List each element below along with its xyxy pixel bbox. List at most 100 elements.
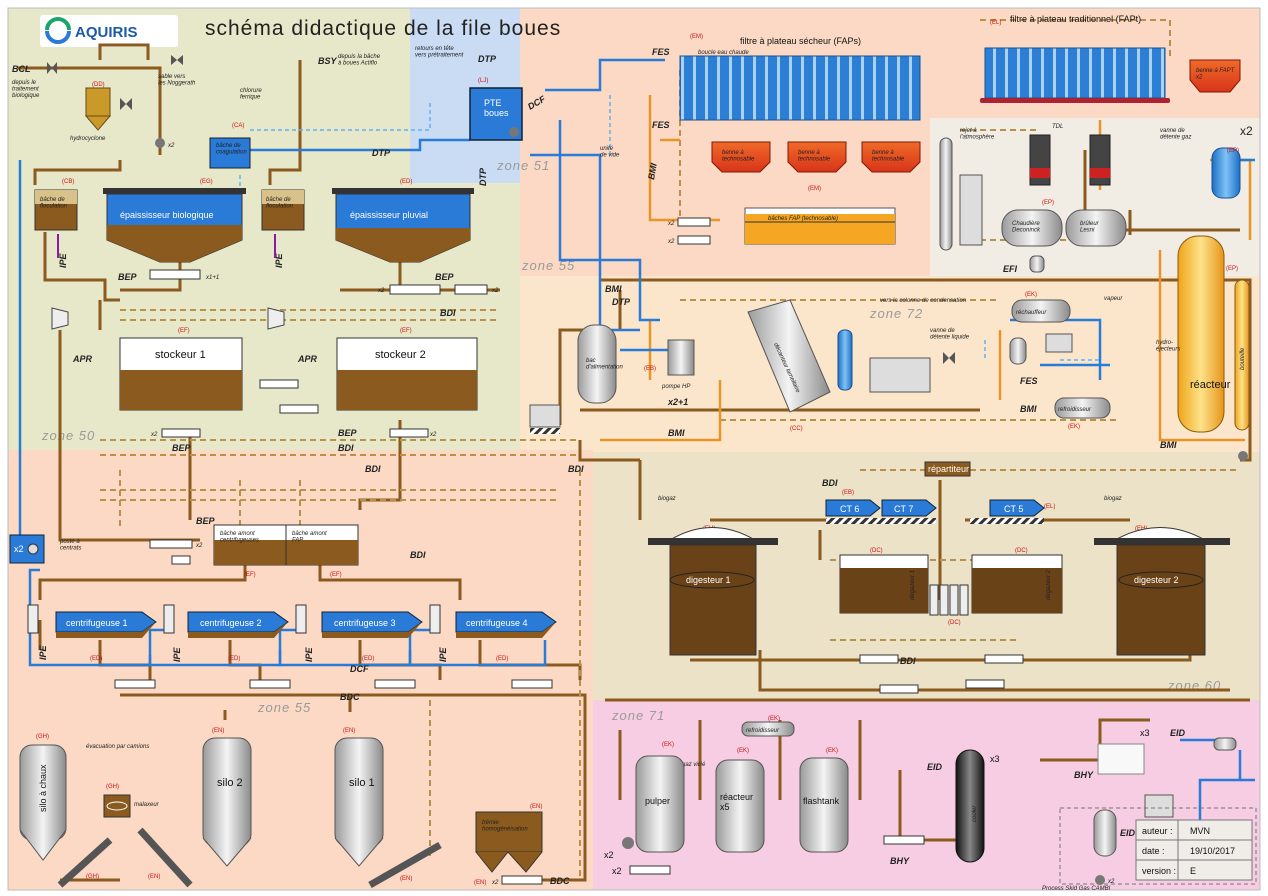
tag-dd: (DD) (92, 82, 105, 88)
centri-2-label: centrifugeuse 2 (200, 618, 262, 628)
tag-eb: (EB) (644, 366, 656, 372)
pulper-pump-count: x2 (604, 850, 614, 860)
degazeur-1[interactable]: (DC) dégazeur 1 (840, 548, 928, 613)
vapeur-label: vapeur (1104, 296, 1123, 302)
rotary-filter (530, 405, 560, 427)
tag-em-fap: (EM) (690, 34, 703, 40)
pump-bep-3 (455, 285, 487, 294)
silo-2-label: silo 2 (217, 777, 243, 789)
biogaz-label-2: biogaz (1104, 496, 1122, 502)
pump-fap-1 (678, 218, 710, 226)
chimney (940, 138, 952, 250)
reacteur-vessel[interactable] (1178, 236, 1224, 432)
ct-conveyor-2 (970, 518, 1044, 524)
apr-funnel-icon-1 (52, 308, 68, 329)
chlorure-label: chlorureferrique (240, 88, 262, 101)
tag-dc-3: (DC) (948, 620, 961, 626)
tag-ek-z71: (EK) (768, 716, 780, 722)
fap-title: filtre à plateau sécheur (FAPs) (740, 36, 861, 46)
pump-bep-3-count: x2 (491, 288, 499, 294)
pulper-feed-count: x2 (612, 866, 622, 876)
pump-stockeur-1 (260, 380, 298, 388)
pulper-label: pulper (645, 796, 670, 806)
bep-label-1: BEP (118, 272, 138, 282)
tag-ek-pulper: (EK) (662, 742, 674, 748)
pump-fap-2-count: x2 (667, 239, 675, 245)
ipe-c2: IPE (172, 646, 182, 662)
version-value: E (1190, 866, 1196, 876)
tag-ef-3: (EF) (244, 572, 256, 578)
fes-label-top: FES (652, 47, 670, 57)
pump-tremie (502, 876, 542, 884)
tag-ef-2: (EF) (400, 328, 412, 334)
apr-label-2: APR (297, 354, 318, 364)
pump-bep-1 (150, 270, 200, 279)
apr-label-1: APR (72, 354, 93, 364)
evac-camions-label: évacuation par camions (86, 744, 149, 750)
skid-vessel (1094, 810, 1116, 856)
tag-em-benne: (EM) (808, 186, 821, 192)
fes-label-72: FES (1020, 376, 1038, 386)
version-label: version : (1142, 866, 1176, 876)
tag-ed-thickener: (ED) (400, 179, 412, 185)
eid-label-skid: EID (1120, 828, 1136, 838)
pump-digest-3 (880, 685, 918, 693)
tag-en-1: (EN) (148, 874, 160, 880)
flashtank[interactable]: flashtank (800, 758, 848, 852)
dtp-label-top: DTP (478, 54, 497, 64)
degazeur-2[interactable]: (DC) dégazeur 2 (972, 548, 1062, 613)
ct5-label: CT 5 (1004, 504, 1023, 514)
fapt-title: filtre à plateau traditionnel (FAPt) (1010, 14, 1141, 24)
tag-en-5: (EN) (530, 804, 542, 810)
pump-centri-feed-count: x2 (195, 543, 203, 549)
cooler-label: cooler (972, 805, 978, 822)
tag-ep-column: (EP) (1227, 148, 1239, 154)
dcf-label-bottom: DCF (350, 664, 369, 674)
refroidisseur-z71-label: refroidisseur (746, 728, 780, 734)
cartouche-footer: Process Skid Gas CAMBI (1042, 886, 1111, 892)
bep-label-5: BEP (196, 516, 216, 526)
tag-ed-c1: (ED) (90, 656, 102, 662)
silo-2[interactable]: silo 2 (203, 738, 251, 866)
ipe-c1: IPE (38, 644, 48, 660)
pump-centri-out-1 (115, 680, 155, 688)
silo-1[interactable]: silo 1 (335, 738, 383, 866)
tag-gh-1: (GH) (36, 734, 49, 740)
tremie-pump-count: x2 (491, 880, 499, 886)
tag-ca: (CA) (232, 123, 244, 129)
bdi-label-1: BDI (440, 308, 456, 318)
ct-conveyor-1 (826, 518, 936, 524)
bache-amont-cent-label: bâche amontcentrifugeuses (220, 531, 259, 544)
zone-label-55-bottom: zone 55 (257, 700, 311, 715)
boiler-feed (960, 175, 982, 245)
zone-label-72: zone 72 (869, 306, 923, 321)
tag-dc-1: (DC) (870, 548, 883, 554)
storage-tank-1[interactable]: (EF) stockeur 1 (120, 328, 242, 410)
rechauffeur-label: réchauffeur (1016, 310, 1047, 316)
bdc-label-2: BDC (550, 876, 570, 886)
fes-label-bottom: FES (652, 120, 670, 130)
pump-fap-1-count: x2 (667, 221, 675, 227)
tag-ek-rechauffeur: (EK) (1025, 292, 1037, 298)
tag-gh-2: (GH) (106, 784, 119, 790)
ct7-label: CT 7 (894, 504, 913, 514)
tag-el-ct: (EL) (1044, 504, 1055, 510)
bruleur-lesni[interactable] (1066, 210, 1126, 246)
ballon-es (1010, 338, 1026, 364)
ct6-label: CT 6 (840, 504, 859, 514)
bdi-label-60: BDI (822, 478, 838, 488)
storage-tank-2[interactable]: (EF) stockeur 2 (337, 328, 477, 410)
eid-label-hx: EID (1170, 728, 1186, 738)
pump-fap-2 (678, 236, 710, 244)
tag-en-4: (EN) (400, 876, 412, 882)
pulper[interactable]: pulper (636, 756, 684, 852)
malaxeur-label: malaxeur (134, 802, 160, 808)
cooler[interactable]: cooler (956, 750, 984, 862)
zone-label-50: zone 50 (41, 428, 95, 443)
centri-4-label: centrifugeuse 4 (466, 618, 528, 628)
pte-pump-icon (509, 127, 519, 137)
tag-ek-refroid: (EK) (1068, 424, 1080, 430)
floc2-label: bâche defloculation (266, 197, 294, 210)
